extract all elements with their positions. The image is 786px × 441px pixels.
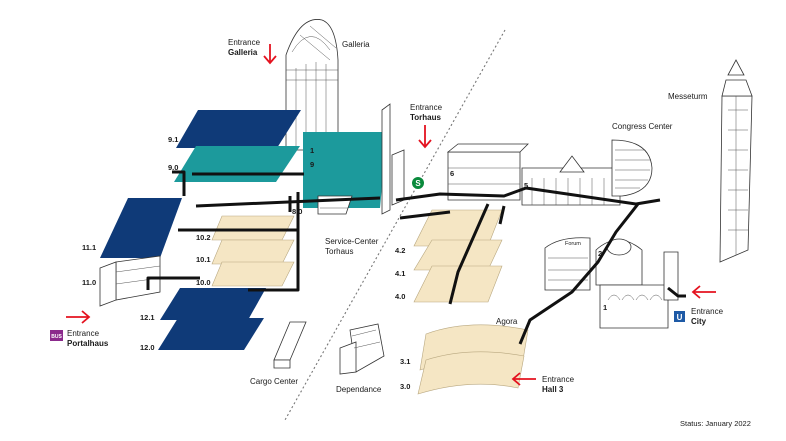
hall-10-1-label: 10.1: [196, 255, 211, 264]
hall-3-0-label: 3.0: [400, 382, 410, 391]
entrance-hall-3-arrow-icon: [511, 372, 536, 386]
cargo-center-label: Cargo Center: [250, 377, 298, 386]
entrance-galleria-arrow-icon: [263, 44, 277, 65]
messeturm-label: Messeturm: [668, 92, 708, 101]
hall-9-1-label: 9.1: [168, 135, 178, 144]
hall-9-1[interactable]: [176, 110, 301, 148]
svg-text:BUS: BUS: [51, 334, 62, 340]
entrance-portalhaus-word: Entrance: [67, 329, 100, 338]
entrance-torhaus-arrow-icon: [418, 125, 432, 149]
hall-6-building[interactable]: [446, 143, 529, 201]
hall-3-stack[interactable]: [417, 324, 529, 395]
status-text: Status: January 2022: [680, 419, 751, 428]
forum-building[interactable]: [544, 237, 591, 291]
hall-10-1: [211, 239, 295, 265]
entrance-torhaus-name: Torhaus: [410, 113, 442, 122]
hall-4-1-label: 4.1: [395, 269, 405, 278]
hall-12-1-label: 12.1: [140, 313, 155, 322]
tower-small-building[interactable]: [663, 251, 679, 301]
s-bahn-icon: S: [412, 177, 424, 189]
u-bahn-icon: U: [674, 311, 685, 322]
galleria-building[interactable]: [285, 19, 339, 151]
hall-11-1-label: 11.1: [82, 243, 96, 252]
service-center-label-line2: Torhaus: [325, 247, 353, 256]
congress-center-building[interactable]: [611, 139, 653, 197]
entrance-galleria-word: Entrance: [228, 38, 261, 47]
hall-10-2: [211, 215, 295, 241]
svg-text:U: U: [677, 313, 683, 322]
entrance-city-word: Entrance: [691, 307, 724, 316]
hall-1-building[interactable]: [599, 284, 669, 329]
dependance-label: Dependance: [336, 385, 382, 394]
hall-5-label: 5: [524, 181, 528, 190]
hall-4-stack[interactable]: [413, 209, 503, 303]
galleria-label: Galleria: [342, 40, 370, 49]
hall-9-0-label: 9.0: [168, 163, 178, 172]
entrance-city-name: City: [691, 317, 707, 326]
hall-5-building[interactable]: [521, 155, 621, 206]
agora-label: Agora: [496, 317, 518, 326]
hall-10-stack[interactable]: [211, 215, 295, 287]
hall-9-0[interactable]: [174, 146, 300, 182]
hall-11-0[interactable]: [99, 255, 161, 307]
walkway-paths: [146, 170, 686, 345]
svg-text:S: S: [415, 179, 421, 188]
hall-3-1-label: 3.1: [400, 357, 410, 366]
hall-4-2-label: 4.2: [395, 246, 405, 255]
hall-4-0-label: 4.0: [395, 292, 405, 301]
hall-2-label: 2: [598, 249, 602, 258]
hall-12-1[interactable]: [160, 288, 266, 320]
hall-6-label: 6: [450, 169, 454, 178]
hall-10-0: [211, 261, 295, 287]
entrance-portalhaus-name: Portalhaus: [67, 339, 109, 348]
entrance-galleria-name: Galleria: [228, 48, 258, 57]
hall-3-0: [417, 351, 525, 395]
hall-4-0: [413, 265, 503, 303]
hall-1-label: 1: [603, 303, 607, 312]
hall-11-1[interactable]: [100, 198, 182, 258]
service-center-label-line1: Service-Center: [325, 237, 379, 246]
hall-1-marker: 1: [310, 146, 314, 155]
hall-12-0-label: 12.0: [140, 343, 155, 352]
entrance-city-arrow-icon: [691, 285, 716, 299]
hall-11-0-label: 11.0: [82, 278, 96, 287]
hall-8-teal[interactable]: [303, 132, 387, 208]
entrance-torhaus-word: Entrance: [410, 103, 443, 112]
bus-icon: BUS: [50, 330, 63, 341]
forum-label: Forum: [565, 241, 581, 247]
entrance-hall-3-word: Entrance: [542, 375, 575, 384]
messeturm-building[interactable]: [719, 59, 753, 263]
entrance-hall-3-name: Hall 3: [542, 385, 564, 394]
entrance-portalhaus-arrow-icon: [66, 310, 91, 324]
torhaus-building[interactable]: [381, 103, 405, 215]
hall-9-marker: 9: [310, 160, 314, 169]
festhalle-building[interactable]: [595, 238, 643, 286]
dependance-building[interactable]: [339, 323, 385, 375]
congress-center-label: Congress Center: [612, 122, 673, 131]
cargo-center-building[interactable]: [273, 321, 307, 369]
hall-10-2-label: 10.2: [196, 233, 211, 242]
hall-10-0-label: 10.0: [196, 278, 211, 287]
hall-12-0[interactable]: [158, 318, 264, 350]
